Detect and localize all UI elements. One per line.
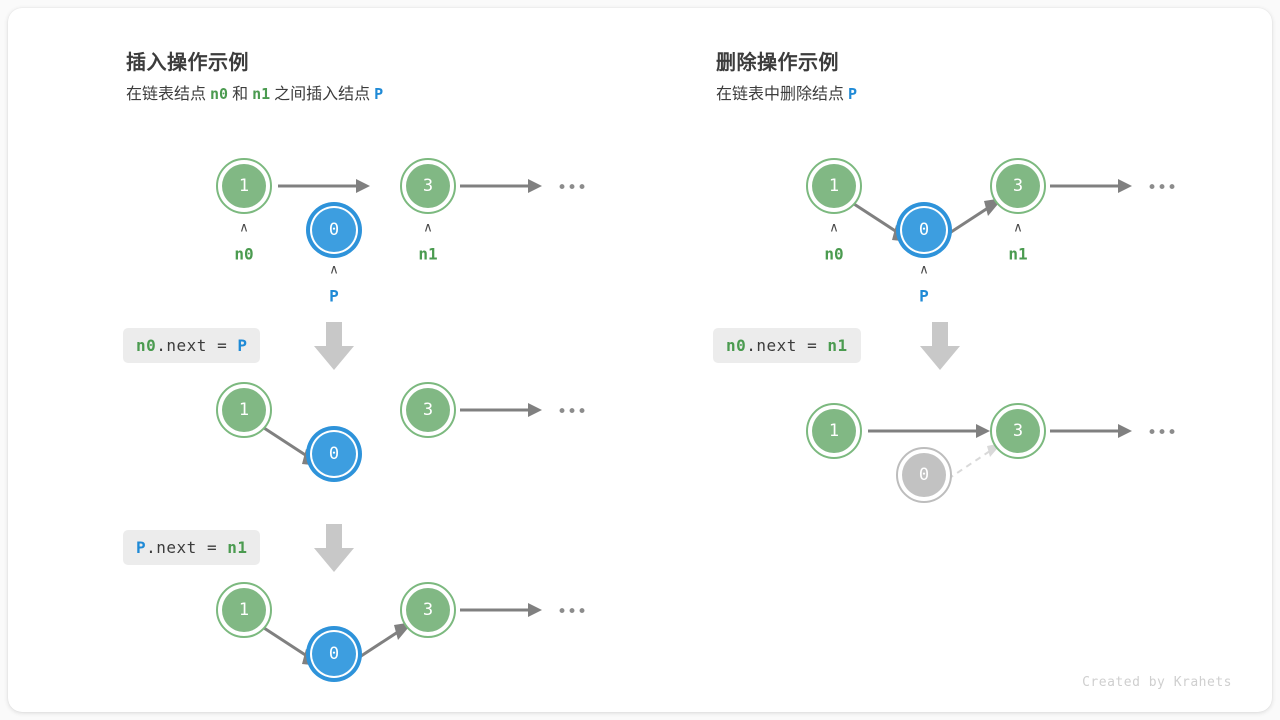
node-value: 0 (329, 444, 339, 464)
pointer-caret-icon: ∧ (423, 221, 433, 236)
subtitle-code-n1: n1 (252, 85, 271, 103)
node-value: 1 (239, 176, 249, 196)
subtitle-text-1: 在链表结点 (126, 86, 207, 103)
list-node-p[interactable]: 0 (306, 202, 362, 258)
edge-n1-to-tail (1050, 424, 1132, 438)
list-node-n0[interactable]: 1 (216, 158, 272, 214)
edge-n0-to-n1 (278, 179, 370, 193)
list-node-p[interactable]: 0 (306, 426, 362, 482)
ellipsis-icon: ••• (557, 602, 587, 622)
code-token-next: .next = (156, 336, 238, 355)
pointer-caret-icon: ∧ (829, 221, 839, 236)
pointer-label-p: P (329, 287, 339, 306)
ellipsis-icon: ••• (1147, 423, 1177, 443)
edge-p-to-n1 (357, 622, 413, 660)
node-value: 3 (423, 176, 433, 196)
ellipsis-icon: ••• (557, 402, 587, 422)
list-node-deleted[interactable]: 0 (896, 447, 952, 503)
code-token-n0: n0 (136, 336, 157, 355)
code-token-p: P (136, 538, 147, 557)
list-node-n1[interactable]: 3 (990, 158, 1046, 214)
pointer-label-n0: n0 (234, 245, 253, 264)
node-value: 0 (919, 465, 929, 485)
insert-scene-after-step-1: ••• 1 0 3 (216, 382, 587, 482)
delete-step-1-code: n0.next = n1 (713, 328, 861, 363)
list-node-n0[interactable]: 1 (806, 158, 862, 214)
list-node-p[interactable]: 0 (306, 626, 362, 682)
code-token-next: .next = (746, 336, 828, 355)
insert-scene-initial: ••• 1 ∧ n0 0 ∧ P 3 (216, 158, 587, 306)
list-node-n0[interactable]: 1 (806, 403, 862, 459)
edge-n1-to-tail (460, 179, 542, 193)
insert-step-2-down-arrow-icon (314, 524, 354, 572)
list-node-n1[interactable]: 3 (400, 158, 456, 214)
code-token-n0: n0 (726, 336, 747, 355)
code-token-n1: n1 (827, 336, 848, 355)
node-value: 0 (329, 644, 339, 664)
insert-panel-title: 插入操作示例 (126, 52, 249, 74)
edge-n1-to-tail (460, 403, 542, 417)
node-value: 1 (829, 176, 839, 196)
pointer-label-n1: n1 (418, 245, 437, 264)
list-node-n0[interactable]: 1 (216, 382, 272, 438)
subtitle-text-3: 之间插入结点 (274, 86, 371, 103)
pointer-label-n1: n1 (1008, 245, 1027, 264)
delete-scene-after-deletion: ••• 1 0 3 (806, 403, 1177, 503)
insert-step-2-code: P.next = n1 (123, 530, 261, 565)
node-value: 1 (829, 421, 839, 441)
ellipsis-icon: ••• (557, 178, 587, 198)
node-value: 3 (423, 400, 433, 420)
edge-p-to-n1 (947, 198, 1003, 236)
credit-text: Created by Krahets (1082, 675, 1232, 690)
edge-n1-to-tail (460, 603, 542, 617)
pointer-label-n0: n0 (824, 245, 843, 264)
edge-n0-to-n1 (868, 424, 990, 438)
ellipsis-icon: ••• (1147, 178, 1177, 198)
delete-step-1-down-arrow-icon (920, 322, 960, 370)
list-node-n1[interactable]: 3 (990, 403, 1046, 459)
delete-scene-initial: ••• 1 ∧ n0 0 ∧ P 3 ∧ n1 (806, 158, 1177, 306)
node-value: 3 (1013, 176, 1023, 196)
subtitle-code-p: P (848, 85, 858, 103)
pointer-caret-icon: ∧ (239, 221, 249, 236)
node-value: 0 (329, 220, 339, 240)
pointer-caret-icon: ∧ (329, 263, 339, 278)
list-node-n1[interactable]: 3 (400, 382, 456, 438)
list-node-n0[interactable]: 1 (216, 582, 272, 638)
edge-n1-to-tail (1050, 179, 1132, 193)
subtitle-text-1: 在链表中删除结点 (716, 86, 845, 103)
delete-panel-title: 删除操作示例 (716, 52, 839, 74)
subtitle-text-2: 和 (232, 86, 249, 103)
insert-scene-after-step-2: ••• 1 0 3 (216, 582, 587, 682)
insert-step-1-code: n0.next = P (123, 328, 261, 363)
node-value: 3 (1013, 421, 1023, 441)
edge-deleted-node-dashed (947, 443, 1002, 480)
code-token-n1: n1 (227, 538, 248, 557)
code-token-next: .next = (146, 538, 228, 557)
node-value: 1 (239, 600, 249, 620)
subtitle-code-n0: n0 (210, 85, 229, 103)
node-value: 0 (919, 220, 929, 240)
code-token-p: P (237, 336, 248, 355)
node-value: 1 (239, 400, 249, 420)
node-value: 3 (423, 600, 433, 620)
pointer-caret-icon: ∧ (1013, 221, 1023, 236)
list-node-p[interactable]: 0 (896, 202, 952, 258)
insert-step-1-down-arrow-icon (314, 322, 354, 370)
pointer-caret-icon: ∧ (919, 263, 929, 278)
list-node-n1[interactable]: 3 (400, 582, 456, 638)
pointer-label-p: P (919, 287, 929, 306)
subtitle-code-p: P (374, 85, 384, 103)
